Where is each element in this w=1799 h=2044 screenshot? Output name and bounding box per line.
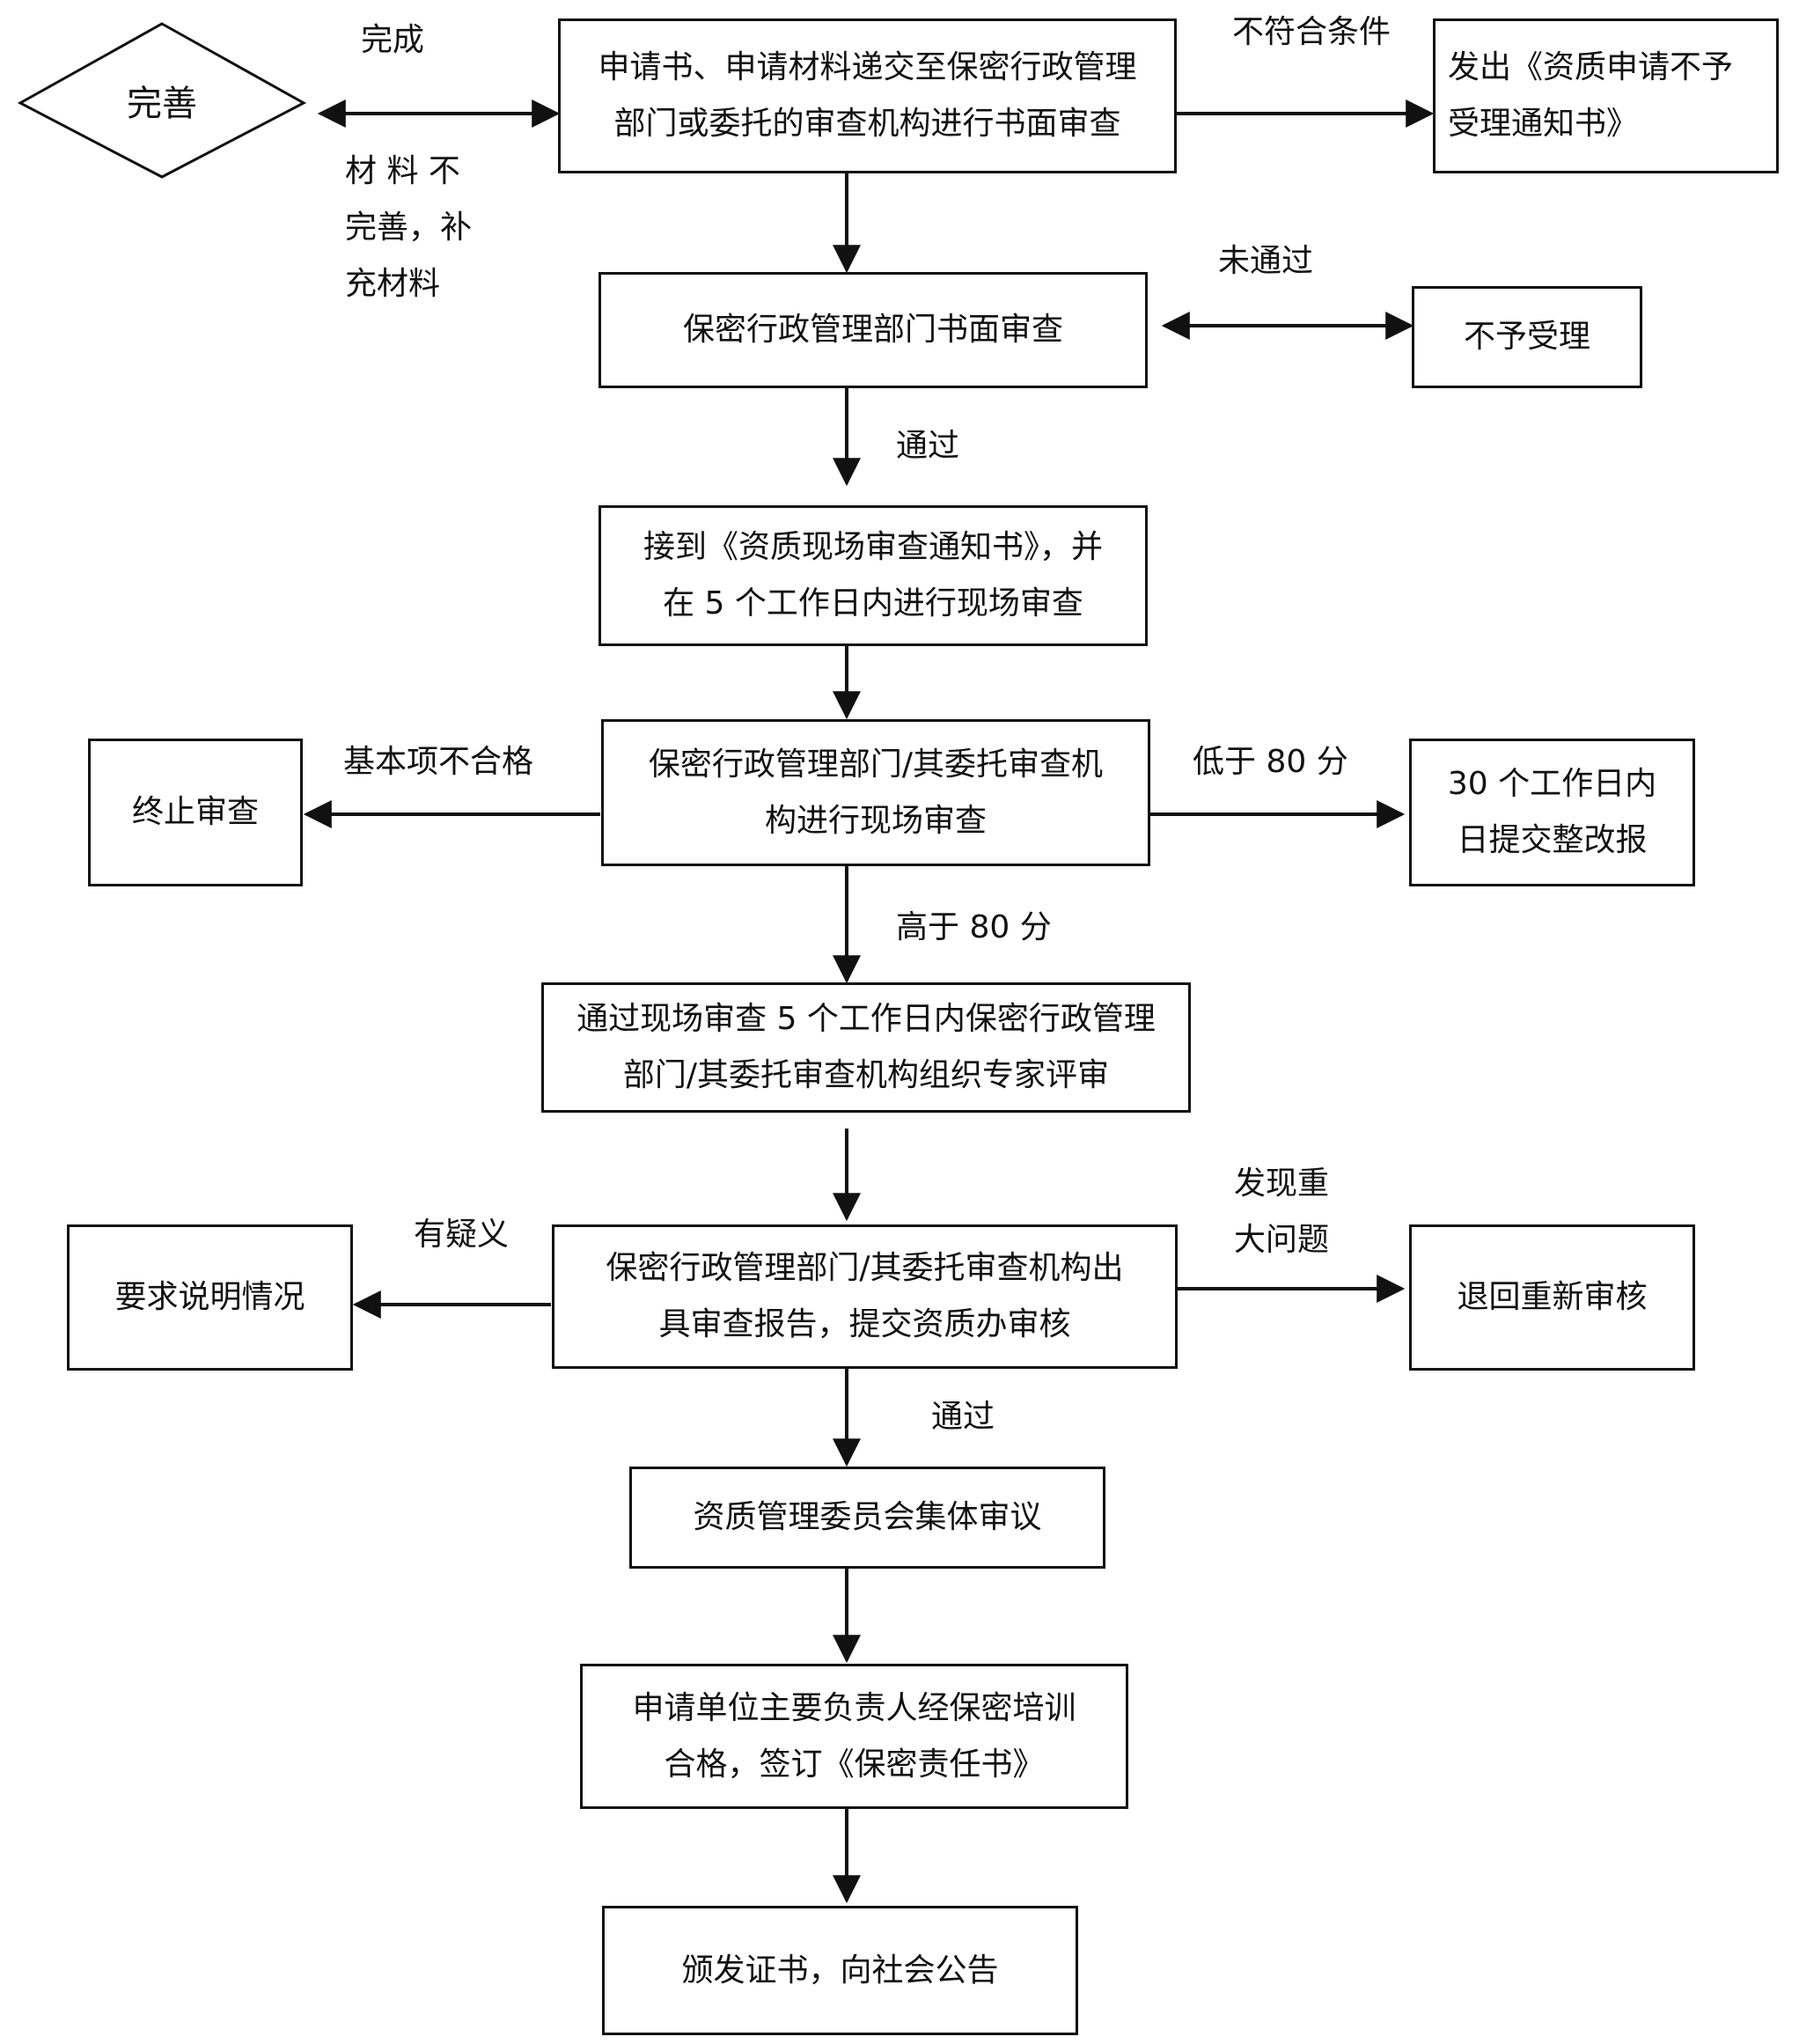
label-complete: 完成 (361, 22, 425, 58)
rectify-text: 30 个工作日内 日提交整改报 (1447, 766, 1657, 858)
diamond-label: 完善 (127, 84, 197, 124)
re-review-text: 退回重新审核 (1457, 1279, 1648, 1315)
reject-notice-text: 发出《资质申请不予 受理通知书》 (1448, 49, 1734, 142)
explain-text: 要求说明情况 (114, 1279, 305, 1315)
submit-text: 申请书、申请材料递交至保密行政管理 部门或委托的审查机构进行书面审查 (598, 49, 1137, 142)
training-box: 申请单位主要负责人经保密培训 合格，签订《保密责任书》 (580, 1664, 1128, 1809)
label-not-qualified: 不符合条件 (1232, 14, 1391, 50)
explain-box: 要求说明情况 (67, 1224, 353, 1371)
notice-received-box: 接到《资质现场审查通知书》，并 在 5 个工作日内进行现场审查 (598, 505, 1148, 646)
committee-box: 资质管理委员会集体审议 (629, 1467, 1105, 1569)
re-review-box: 退回重新审核 (1409, 1224, 1695, 1371)
not-accepted-box: 不予受理 (1412, 286, 1642, 388)
onsite-review-text: 保密行政管理部门/其委托审查机 构进行现场审查 (648, 746, 1104, 839)
label-below-80: 低于 80 分 (1193, 744, 1348, 780)
submit-box: 申请书、申请材料递交至保密行政管理 部门或委托的审查机构进行书面审查 (558, 18, 1177, 173)
training-text: 申请单位主要负责人经保密培训 合格，签订《保密责任书》 (632, 1689, 1076, 1783)
written-review-box: 保密行政管理部门书面审查 (598, 272, 1148, 388)
label-doubt: 有疑义 (414, 1217, 510, 1253)
reject-notice-box: 发出《资质申请不予 受理通知书》 (1433, 18, 1779, 173)
not-accepted-text: 不予受理 (1463, 319, 1590, 355)
certificate-text: 颁发证书，向社会公告 (681, 1952, 999, 1989)
label-above-80: 高于 80 分 (896, 909, 1052, 945)
expert-review-box: 通过现场审查 5 个工作日内保密行政管理 部门/其委托审查机构组织专家评审 (541, 982, 1191, 1113)
terminate-text: 终止审查 (131, 794, 259, 830)
decision-diamond (17, 22, 307, 179)
expert-review-text: 通过现场审查 5 个工作日内保密行政管理 部门/其委托审查机构组织专家评审 (576, 1001, 1156, 1093)
notice-received-text: 接到《资质现场审查通知书》，并 在 5 个工作日内进行现场审查 (642, 529, 1103, 621)
written-review-text: 保密行政管理部门书面审查 (682, 312, 1063, 348)
committee-text: 资质管理委员会集体审议 (693, 1499, 1042, 1535)
label-major-issue: 发现重 大问题 (1234, 1165, 1330, 1258)
terminate-box: 终止审查 (88, 739, 303, 886)
label-passed-1: 通过 (896, 428, 960, 464)
label-basic-fail: 基本项不合格 (343, 744, 534, 780)
report-box: 保密行政管理部门/其委托审查机构出 具审查报告，提交资质办审核 (552, 1224, 1178, 1369)
label-incomplete: 材 料 不 完善，补 充材料 (345, 153, 473, 302)
certificate-box: 颁发证书，向社会公告 (602, 1906, 1078, 2035)
label-not-passed: 未通过 (1218, 243, 1314, 279)
onsite-review-box: 保密行政管理部门/其委托审查机 构进行现场审查 (601, 719, 1150, 866)
rectify-box: 30 个工作日内 日提交整改报 (1409, 739, 1695, 886)
report-text: 保密行政管理部门/其委托审查机构出 具审查报告，提交资质办审核 (606, 1250, 1124, 1342)
label-passed-2: 通过 (931, 1399, 995, 1435)
